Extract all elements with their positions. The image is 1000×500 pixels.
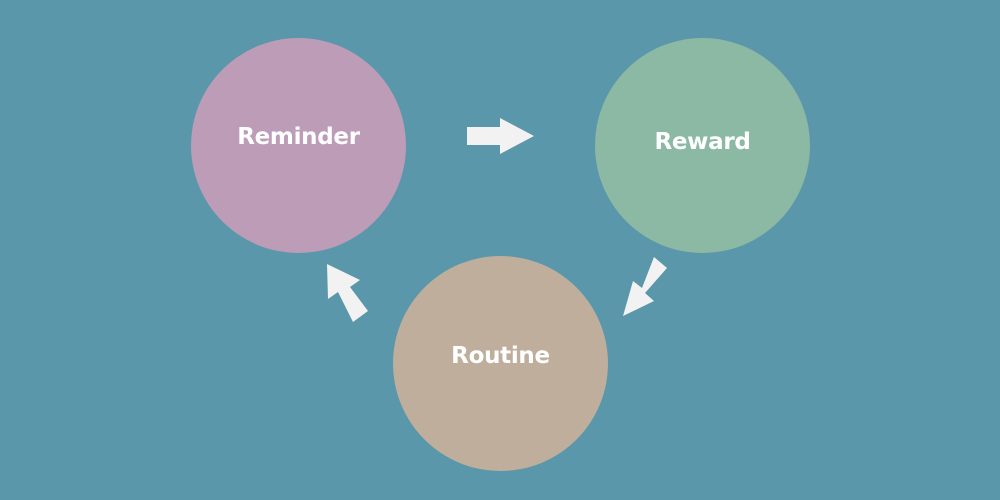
reminder-node: Reminder (191, 38, 406, 253)
reward-node: Reward (595, 38, 810, 253)
reminder-label: Reminder (237, 123, 360, 150)
reward-label: Reward (654, 128, 751, 155)
routine-node: Routine (393, 256, 608, 471)
routine-label: Routine (451, 342, 550, 369)
